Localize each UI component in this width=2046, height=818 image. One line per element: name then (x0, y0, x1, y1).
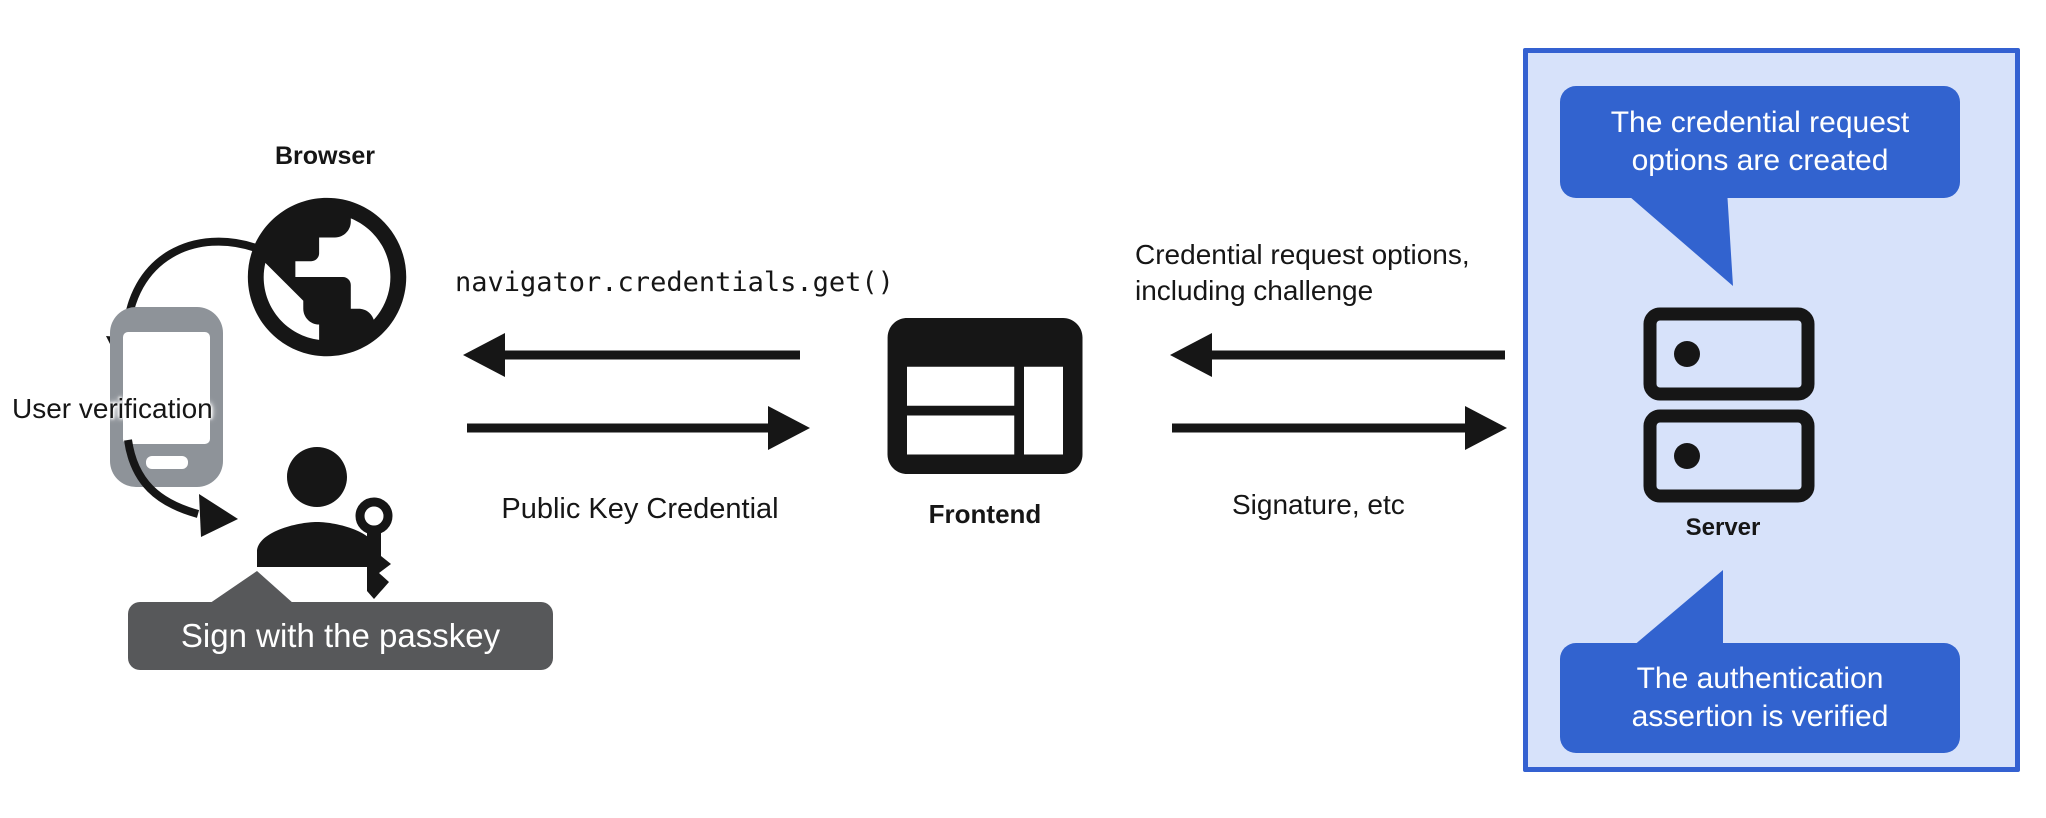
credential-request-options-line1: Credential request options, (1135, 239, 1470, 270)
assertion-verified-line1: The authentication (1636, 662, 1884, 695)
assertion-verified-line2: assertion is verified (1631, 700, 1889, 733)
globe-icon (247, 197, 407, 357)
credential-options-created-line2: options are created (1631, 144, 1889, 177)
arrow-browser-to-frontend-icon (467, 406, 810, 450)
credential-request-options-label: Credential request options, including ch… (1135, 237, 1470, 309)
credential-options-created-line1: The credential request (1610, 106, 1910, 139)
person-key-icon (257, 447, 393, 599)
credentials-get-code: navigator.credentials.get() (455, 267, 894, 298)
tooltip-tail (197, 571, 303, 612)
server-label: Server (1685, 514, 1761, 541)
passkey-tooltip: Sign with the passkey (128, 602, 553, 670)
assertion-verified-bubble: The authentication assertion is verified (1560, 643, 1960, 753)
credential-request-options-line2: including challenge (1135, 275, 1374, 306)
server-stack-icon (1643, 307, 1815, 503)
bottom-bubble-tail (1626, 570, 1723, 652)
user-verification-label: User verification (12, 393, 213, 424)
arrow-server-to-frontend-icon (1170, 333, 1505, 377)
arrow-frontend-to-browser-icon (463, 333, 800, 377)
browser-window-icon (887, 318, 1083, 474)
top-bubble-tail (1622, 190, 1733, 286)
phone-icon (110, 307, 223, 487)
credential-options-created-bubble: The credential request options are creat… (1560, 86, 1960, 198)
curved-arrow-phone-to-person-icon (124, 439, 238, 537)
frontend-label: Frontend (928, 499, 1042, 529)
public-key-credential-label: Public Key Credential (501, 493, 779, 525)
browser-label: Browser (274, 142, 376, 170)
passkey-tooltip-text: Sign with the passkey (180, 617, 501, 654)
signature-label: Signature, etc (1232, 489, 1405, 520)
arrow-frontend-to-server-icon (1172, 406, 1507, 450)
